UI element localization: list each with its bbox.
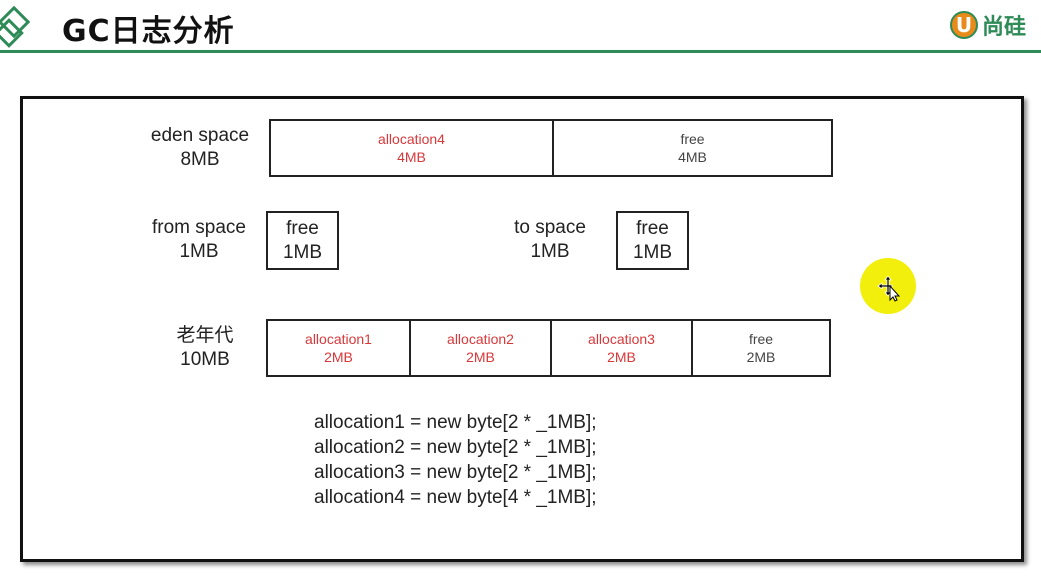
cell-size: 4MB bbox=[678, 149, 707, 165]
code-block: allocation1 = new byte[2 * _1MB]; alloca… bbox=[314, 410, 597, 510]
old-cell-allocation3: allocation3 2MB bbox=[550, 321, 691, 375]
old-gen-box: allocation1 2MB allocation2 2MB allocati… bbox=[266, 319, 831, 377]
cell-size: 1MB bbox=[282, 241, 323, 263]
cell-name: free bbox=[636, 217, 669, 239]
logo-mark: U bbox=[950, 11, 978, 39]
old-cell-allocation2: allocation2 2MB bbox=[409, 321, 550, 375]
from-space-box: free 1MB bbox=[266, 211, 339, 270]
cell-name: allocation3 bbox=[588, 331, 655, 347]
logo-text: 尚硅 bbox=[982, 15, 1027, 40]
old-cell-free: free 2MB bbox=[691, 321, 829, 375]
cell-name: allocation1 bbox=[305, 331, 372, 347]
cell-size: 2MB bbox=[324, 349, 353, 365]
cell-name: free bbox=[748, 331, 774, 347]
cell-name: allocation2 bbox=[447, 331, 514, 347]
from-label-line2: 1MB bbox=[179, 241, 219, 262]
eden-space-box: allocation4 4MB free 4MB bbox=[269, 119, 833, 177]
eden-label-line2: 8MB bbox=[180, 149, 220, 170]
cell-size: 2MB bbox=[607, 349, 636, 365]
cell-name: free bbox=[286, 217, 319, 239]
slide-header: GC日志分析 U 尚硅 bbox=[0, 0, 1041, 54]
old-gen-label: 老年代 10MB bbox=[160, 324, 250, 372]
eden-label-line1: eden space bbox=[150, 125, 250, 146]
to-space-box: free 1MB bbox=[616, 211, 689, 270]
old-cell-allocation1: allocation1 2MB bbox=[268, 321, 409, 375]
eden-cell-allocation4: allocation4 4MB bbox=[271, 121, 552, 175]
pointer-highlight bbox=[860, 258, 916, 314]
old-label-line1: 老年代 bbox=[176, 325, 234, 346]
to-label-line1: to space bbox=[514, 217, 586, 238]
eden-space-label: eden space 8MB bbox=[140, 124, 260, 172]
code-line: allocation3 = new byte[2 * _1MB]; bbox=[314, 462, 597, 483]
cell-size: 2MB bbox=[746, 349, 776, 365]
code-line: allocation1 = new byte[2 * _1MB]; bbox=[314, 412, 597, 433]
page-title: GC日志分析 bbox=[62, 14, 235, 49]
cell-name: free bbox=[680, 131, 705, 147]
cursor-move-icon bbox=[877, 275, 901, 302]
eden-cell-free: free 4MB bbox=[552, 121, 831, 175]
to-cell-free: free 1MB bbox=[618, 213, 687, 268]
code-line: allocation2 = new byte[2 * _1MB]; bbox=[314, 437, 597, 458]
header-divider bbox=[0, 50, 1041, 53]
brand-logo: U 尚硅 bbox=[950, 8, 1026, 42]
from-space-label: from space 1MB bbox=[140, 216, 258, 264]
cell-size: 4MB bbox=[397, 149, 426, 165]
old-label-line2: 10MB bbox=[180, 349, 230, 370]
code-line: allocation4 = new byte[4 * _1MB]; bbox=[314, 487, 597, 508]
from-label-line1: from space bbox=[152, 217, 246, 238]
diamond-icon bbox=[0, 6, 31, 48]
cell-size: 1MB bbox=[632, 241, 673, 263]
to-label-line2: 1MB bbox=[530, 241, 570, 262]
cell-name: allocation4 bbox=[378, 131, 445, 147]
cell-size: 2MB bbox=[466, 349, 495, 365]
from-cell-free: free 1MB bbox=[268, 213, 337, 268]
to-space-label: to space 1MB bbox=[500, 216, 600, 264]
